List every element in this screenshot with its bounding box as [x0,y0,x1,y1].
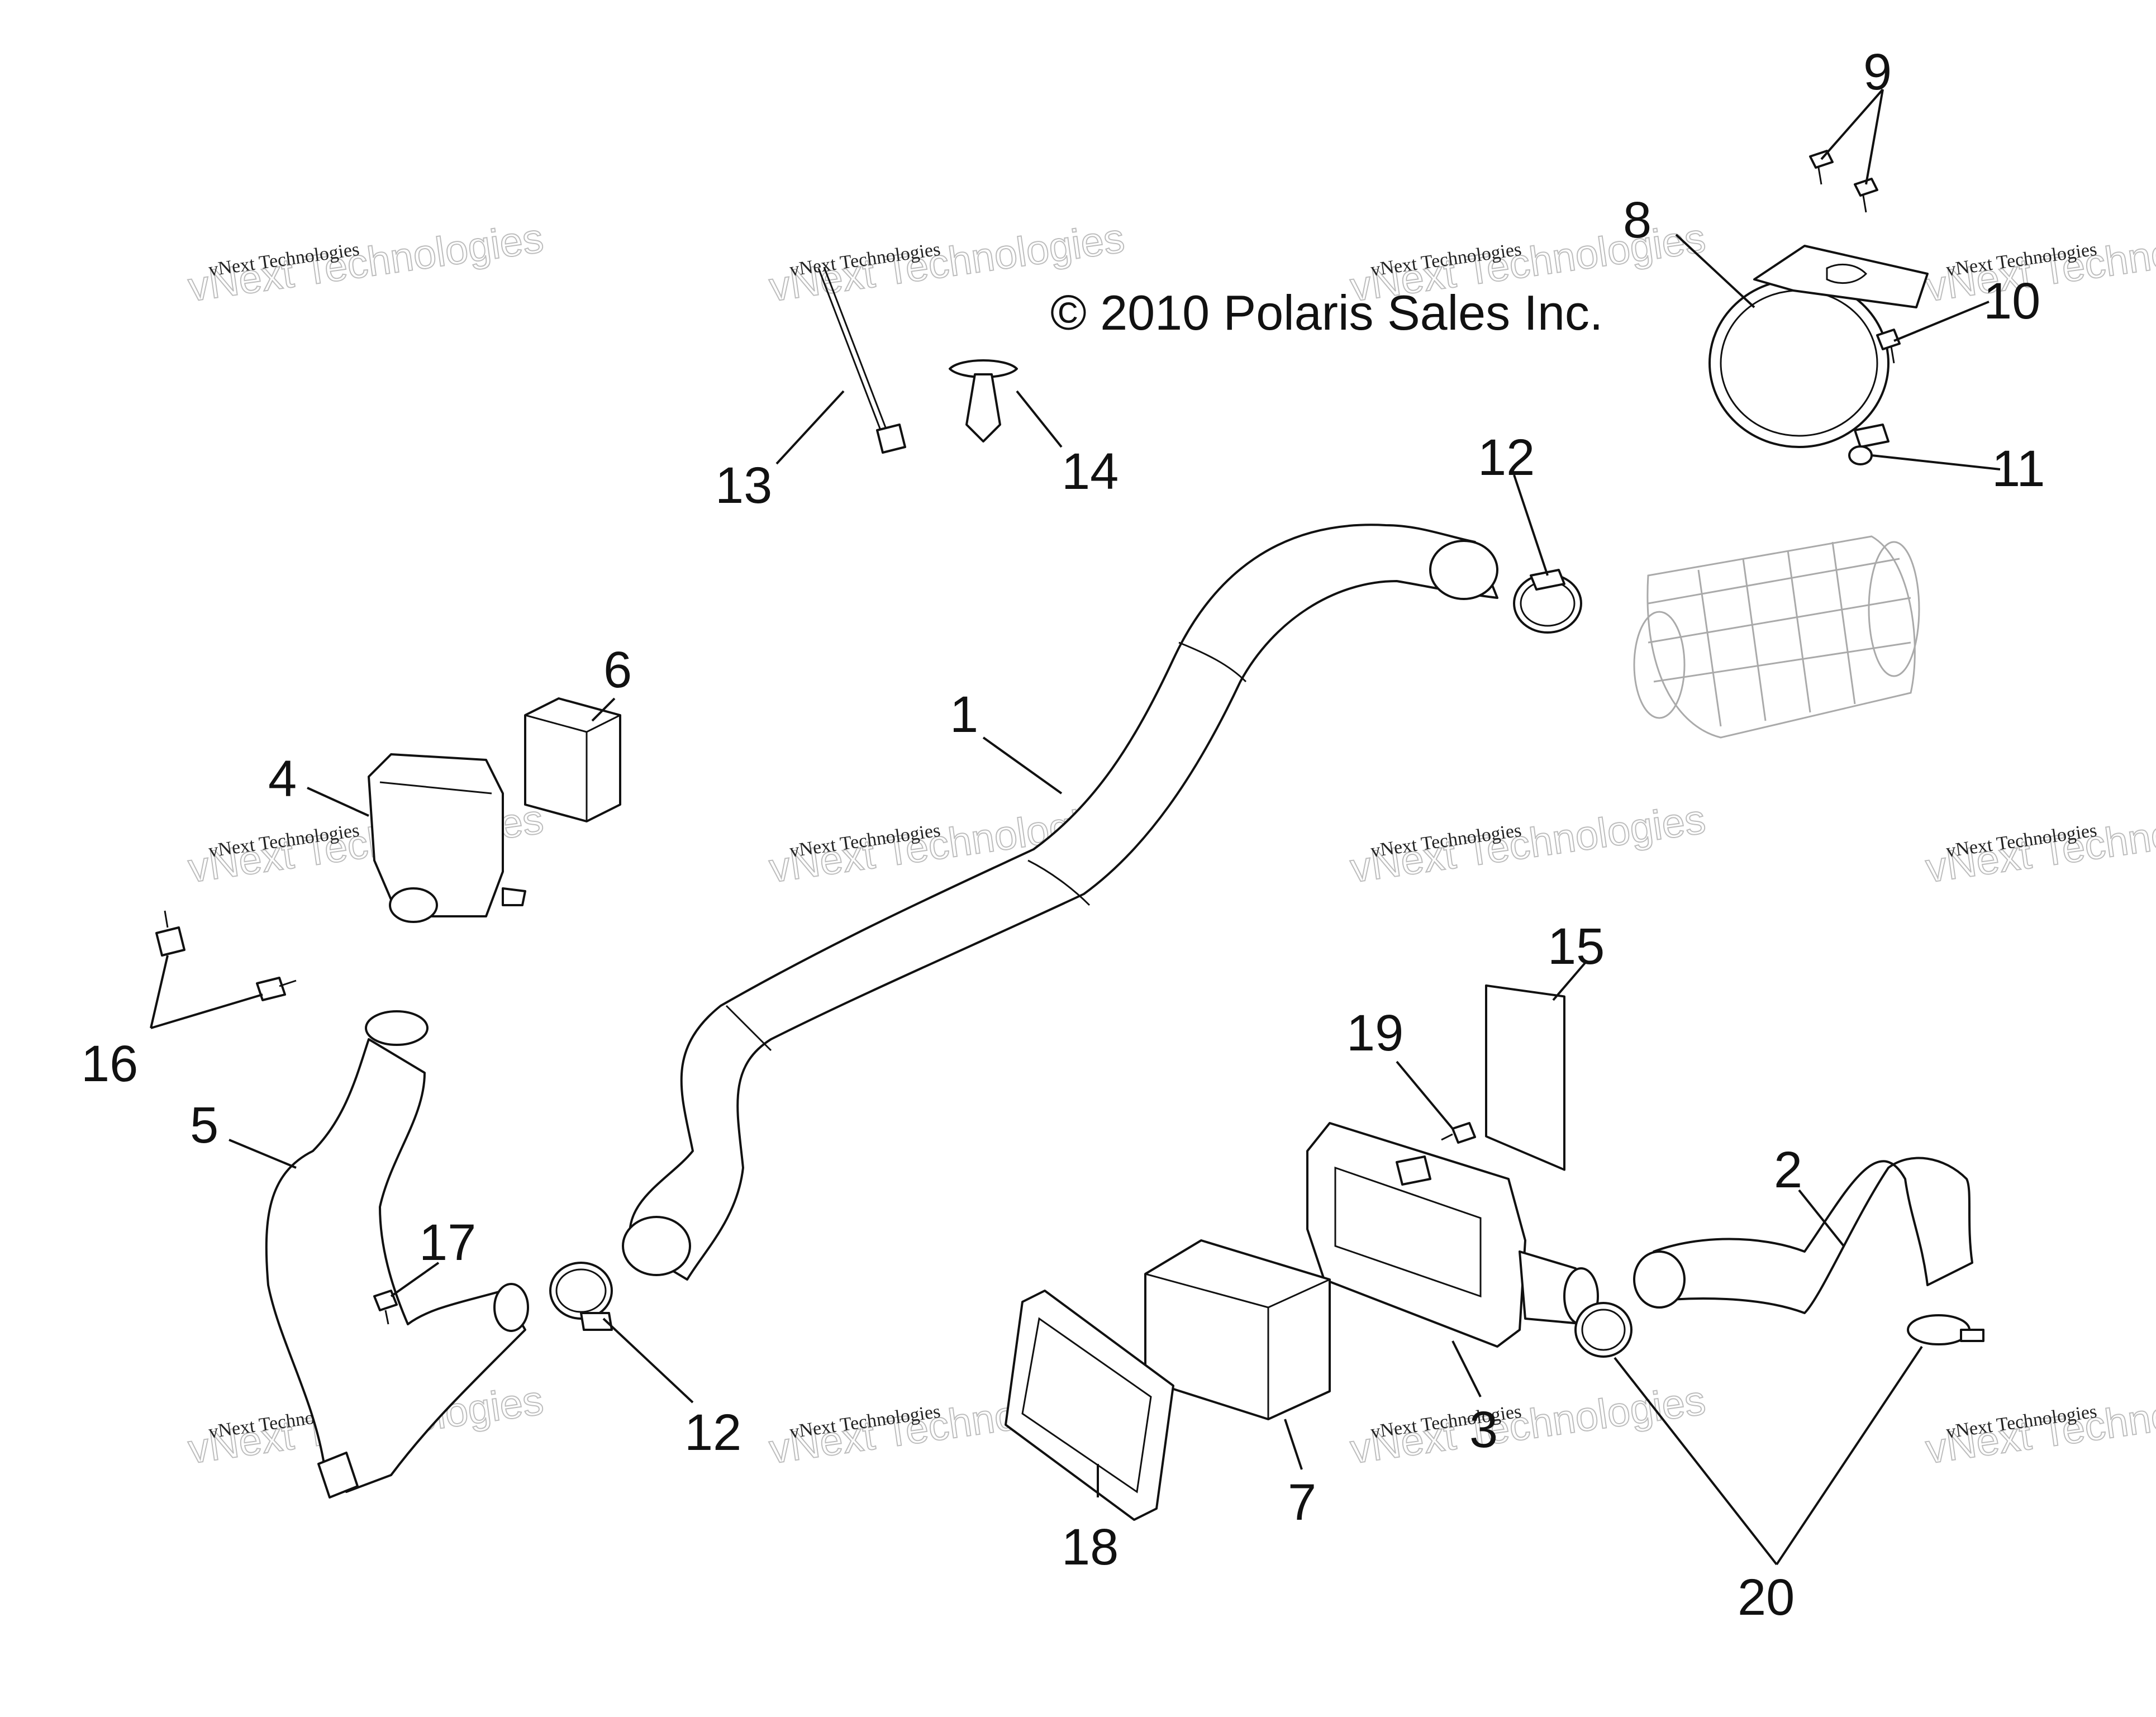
copyright-notice: © 2010 Polaris Sales Inc. [1050,285,1603,340]
callout-10: 10 [1983,273,2040,330]
leader-lines [150,88,2001,1566]
part-3-airbox [1306,1122,1599,1348]
watermark: vNext Technologies vNext Technologies [1922,1376,2156,1473]
part-13-cable-tie [817,267,906,454]
part-20-clamps [1574,1302,1984,1358]
callout-18: 18 [1062,1519,1119,1576]
callouts: 1 2 3 4 5 6 7 8 9 10 11 12 12 13 14 15 1… [81,44,2045,1626]
callout-11: 11 [1992,440,2045,497]
part-16-fasteners [155,910,297,1001]
callout-12-upper: 12 [1478,429,1535,486]
callout-13: 13 [715,457,772,514]
callout-1: 1 [950,686,978,743]
callout-3: 3 [1469,1401,1498,1458]
callout-4: 4 [268,750,297,807]
part-15-gasket-sheet [1485,984,1565,1171]
callout-16: 16 [81,1035,138,1092]
air-filter-housing-reference [1633,535,1920,739]
part-12-clamp-upper [1513,569,1582,634]
watermark: vNext Technologies vNext Technologies [1347,1376,1709,1473]
callout-15: 15 [1548,918,1605,975]
callout-6: 6 [603,641,632,698]
callout-7: 7 [1288,1474,1316,1531]
part-11-nut [1848,445,1873,465]
callout-8: 8 [1623,192,1651,249]
callout-14: 14 [1062,443,1119,500]
part-10-bolt [1876,329,1901,364]
part-4-breather [368,753,526,923]
watermark: vNext Technologies vNext Technologies [1347,795,1709,892]
part-2-outlet-hose [1633,1157,1973,1314]
callout-17: 17 [419,1214,476,1271]
part-18-frame-gasket [1005,1290,1174,1521]
part-9-screws [1809,150,1878,213]
callout-9: 9 [1863,44,1892,101]
part-19-screw [1441,1122,1476,1144]
watermark: vNext Technologies vNext Technologies [1922,795,2156,892]
callout-5: 5 [190,1097,218,1154]
part-14-push-clip [949,359,1018,443]
callout-12-lower: 12 [684,1404,741,1461]
callout-19: 19 [1346,1005,1403,1062]
part-8-mount-band [1708,245,1929,448]
part-1-intake-duct [622,524,1498,1281]
part-12-clamp-lower [549,1262,613,1331]
callout-20: 20 [1738,1569,1795,1626]
watermark: vNext Technologies vNext Technologies [185,214,547,311]
part-6-filter-block [524,697,621,822]
part-5-curved-duct [265,1010,529,1499]
callout-2: 2 [1774,1142,1802,1198]
